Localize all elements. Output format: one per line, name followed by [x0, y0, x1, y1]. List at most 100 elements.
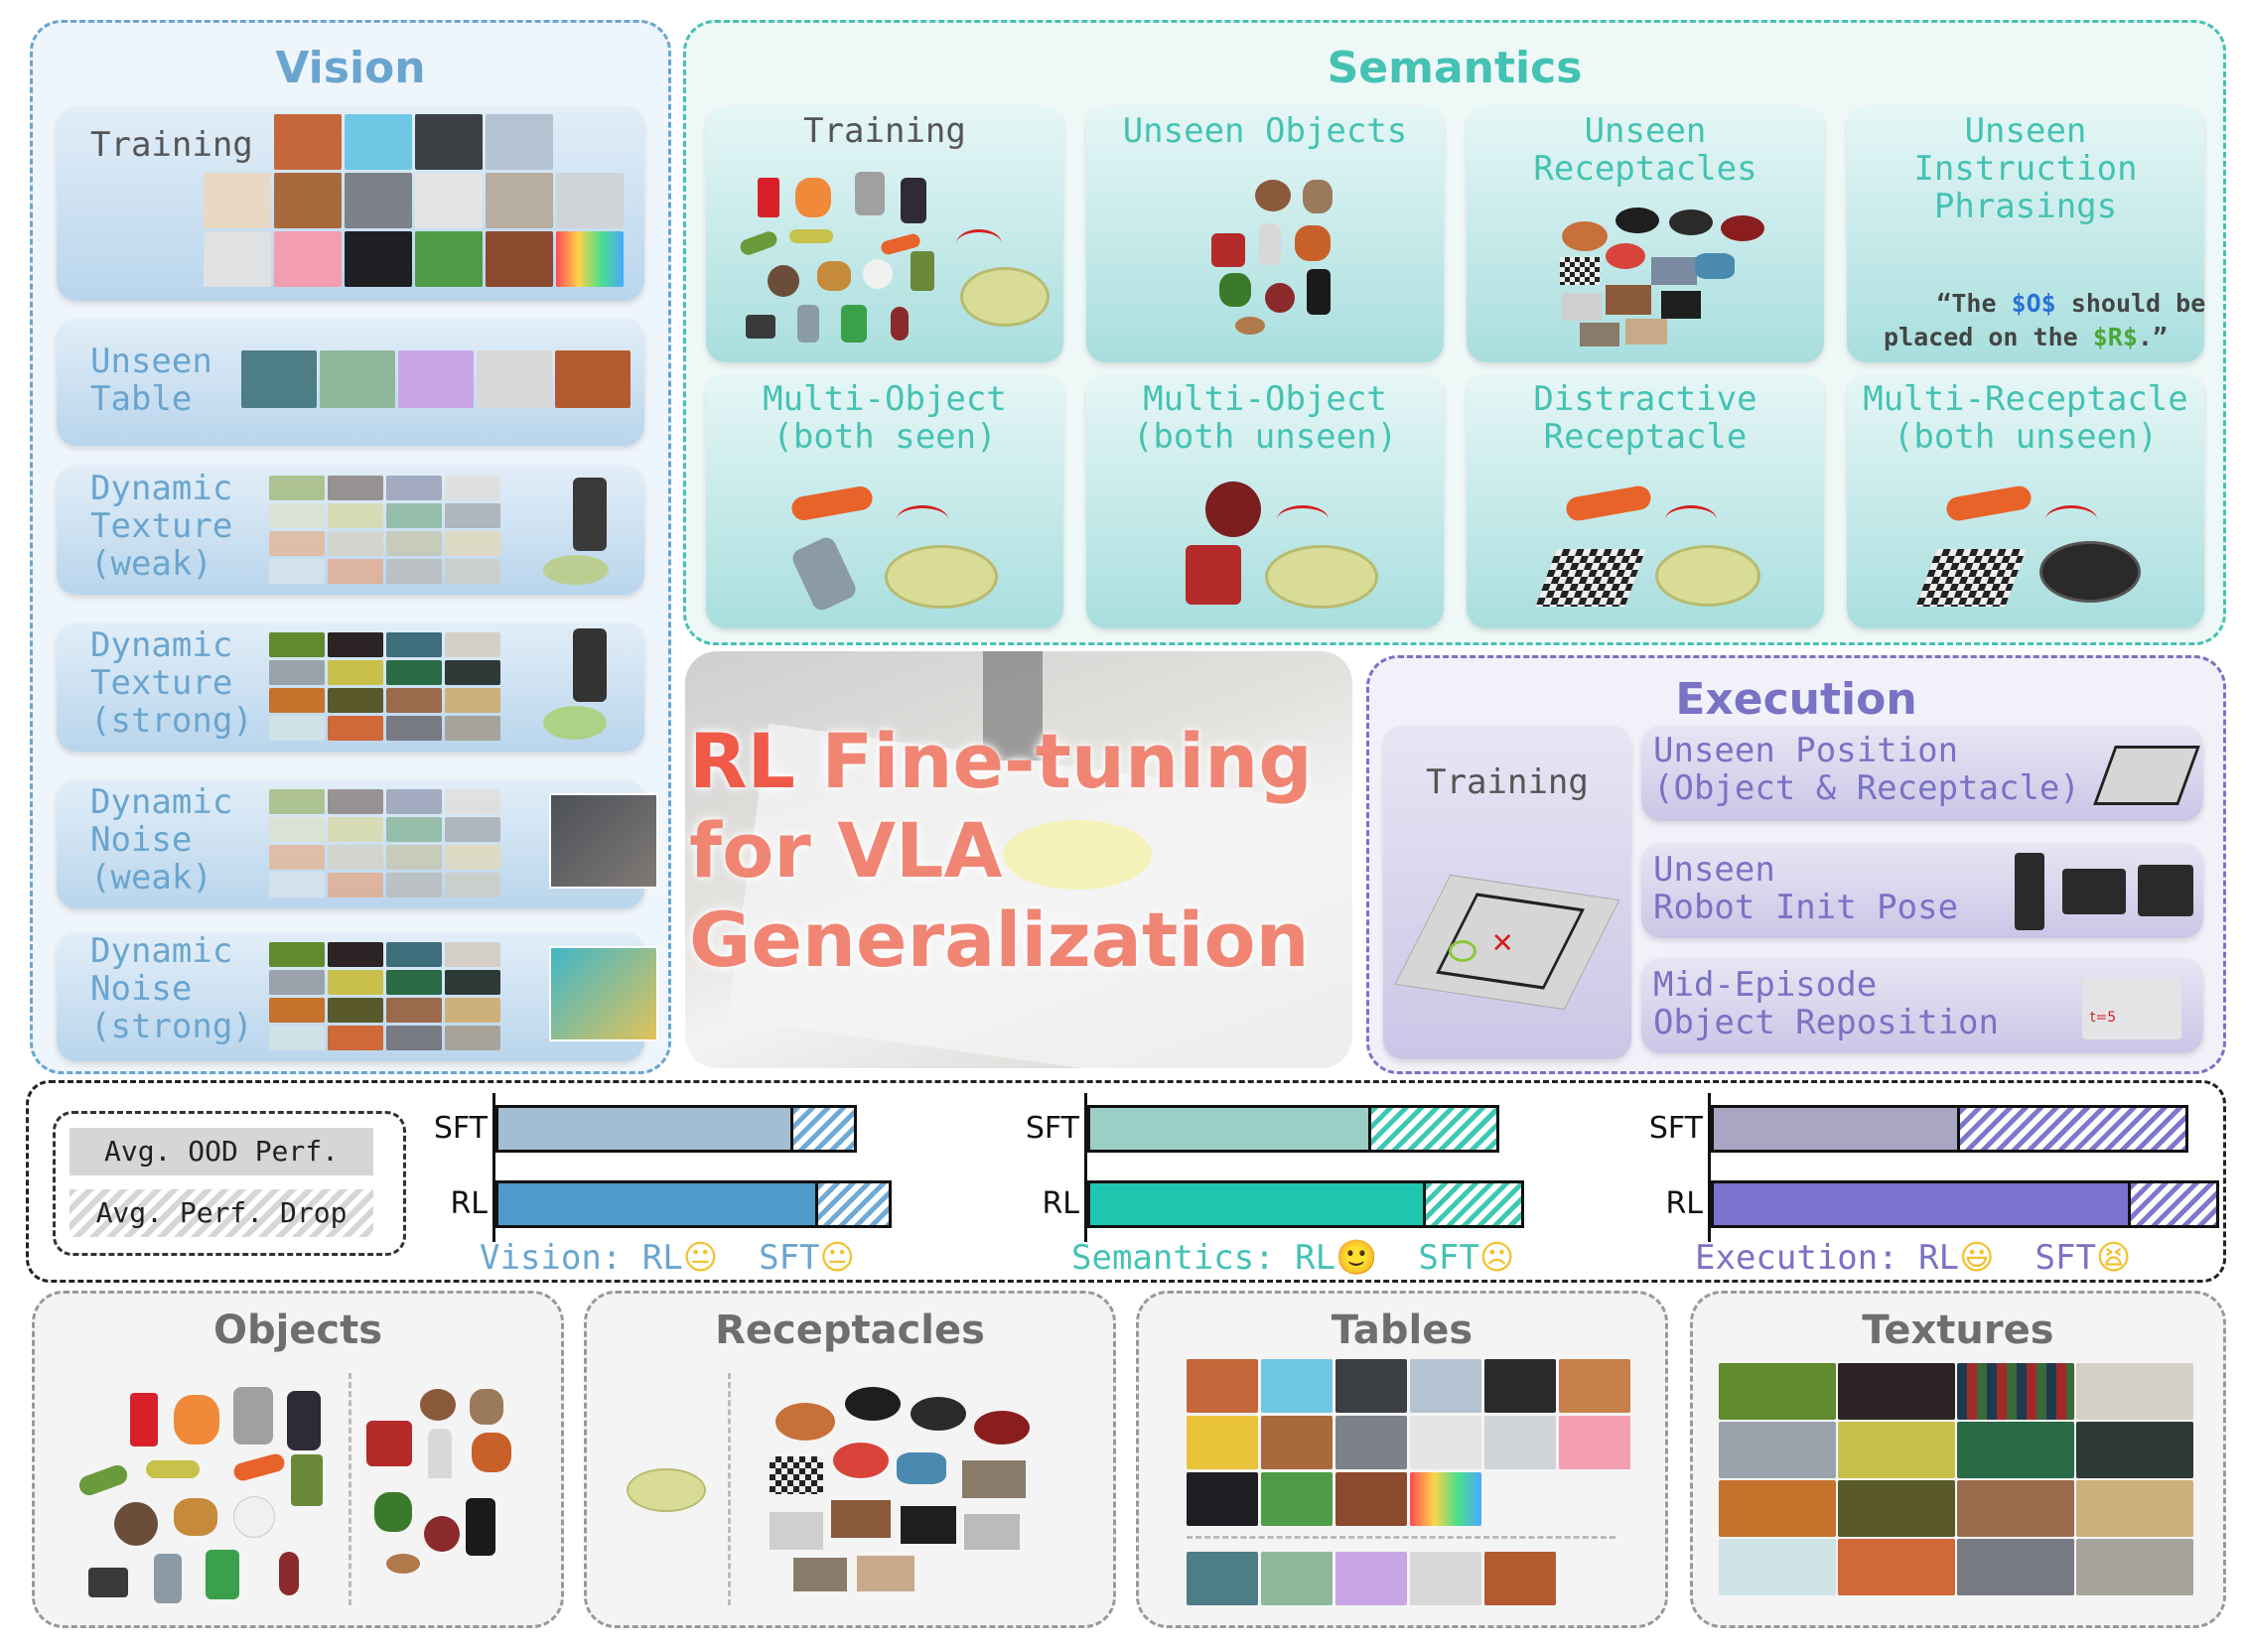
- arrow-icon: [897, 505, 948, 534]
- semantics-card-multi-receptacle: Multi-Receptacle (both unseen): [1847, 374, 2204, 628]
- banana-icon: [789, 229, 833, 243]
- noise-scene-thumbnail: [549, 946, 658, 1041]
- tick-label: SFT: [433, 1111, 488, 1146]
- tables-grid: [1187, 1359, 1630, 1526]
- caption-sft: SFT: [1377, 1238, 1479, 1278]
- tomato-plate-icon: [833, 1443, 889, 1478]
- cup-icon: [130, 1393, 158, 1446]
- chessboard-icon: [1535, 549, 1646, 607]
- rl-face-icon: 😃: [1959, 1238, 1995, 1278]
- sft-face-icon: 😫: [2095, 1238, 2132, 1278]
- robot-arm-silhouette: [983, 651, 1043, 760]
- vision-card-dynamic-noise-weak: Dynamic Noise (weak): [57, 779, 658, 908]
- unseen-table-strip: [241, 350, 631, 408]
- coconut-icon: [420, 1389, 456, 1421]
- plate-blur: [1003, 820, 1152, 890]
- bar: [1711, 1180, 2219, 1228]
- vision-card-dynamic-noise-strong: Dynamic Noise (strong): [57, 931, 658, 1061]
- sausage-icon: [891, 307, 909, 341]
- plate-icon: [543, 706, 607, 740]
- tray-icon: [962, 1460, 1026, 1498]
- onion-icon: [1205, 482, 1261, 537]
- chessboard-icon: [1560, 257, 1600, 285]
- bar-drop-segment: [818, 1183, 889, 1225]
- caption-label: Vision: RL: [480, 1238, 683, 1278]
- receptacles-panel: Receptacles: [584, 1291, 1116, 1628]
- pepper-icon: [374, 1492, 412, 1532]
- divider: [349, 1373, 351, 1605]
- weak-texture-grid: [269, 476, 500, 584]
- execution-card-unseen-position: Unseen Position (Object & Receptacle): [1641, 726, 2203, 821]
- plate-dark-icon: [1669, 209, 1713, 235]
- execution-card-mid-episode: Mid-Episode Object Reposition t=5: [1641, 958, 2203, 1053]
- spoon-icon: [470, 1389, 503, 1425]
- instruction-text: .”: [2137, 323, 2168, 351]
- bar-drop-segment: [1370, 1108, 1496, 1150]
- execution-card-label: Unseen Robot Init Pose: [1653, 850, 1959, 927]
- burger-icon: [174, 1498, 217, 1536]
- instruction-text: placed on the: [1884, 323, 2093, 351]
- vision-card-label: Dynamic Texture (weak): [90, 469, 233, 584]
- pad-icon: [1661, 291, 1701, 319]
- plate-icon: [960, 267, 1050, 327]
- plate-icon: [627, 1468, 706, 1512]
- rl-face-icon: 😐: [682, 1238, 719, 1278]
- pitcher-icon: [1295, 225, 1331, 261]
- semantics-card-label: Unseen Objects: [1122, 111, 1408, 151]
- results-panel: Avg. OOD Perf. Avg. Perf. Drop SFT RL Visi…: [26, 1080, 2226, 1283]
- instruction-text: should be: [2055, 289, 2206, 318]
- semantics-card-label: Multi-Object (both seen): [763, 379, 1007, 457]
- can-icon: [233, 1387, 273, 1445]
- onion-icon: [1265, 283, 1295, 313]
- onion-icon: [424, 1516, 460, 1552]
- pad-icon: [901, 1506, 956, 1544]
- caption-label: Execution: RL: [1695, 1238, 1960, 1278]
- toy-icon: [174, 1395, 219, 1445]
- noise-scene-thumbnail: [549, 793, 658, 889]
- arrow-icon: [2045, 505, 2097, 534]
- tick-label: SFT: [1648, 1111, 1703, 1146]
- robot-pose-icon: [2015, 853, 2044, 930]
- title-rl: RL: [689, 717, 795, 805]
- chart-caption: Vision: RL😐 SFT😐: [480, 1238, 855, 1278]
- caption-label: Semantics: RL: [1071, 1238, 1336, 1278]
- semantics-card-multi-object-unseen: Multi-Object (both unseen): [1086, 374, 1444, 628]
- bar-ood-segment: [1714, 1108, 1960, 1150]
- newspaper-icon: [770, 1512, 823, 1550]
- semantics-panel: Semantics Training Unseen Objects Uns: [683, 20, 2226, 645]
- mug-icon: [366, 1421, 412, 1466]
- board-icon: [1606, 285, 1651, 315]
- manhole-plate-icon: [2039, 541, 2141, 603]
- bottle-icon: [287, 1391, 321, 1450]
- can-icon: [466, 1498, 495, 1556]
- vision-card-label: Dynamic Noise (strong): [90, 931, 253, 1046]
- banana-icon: [146, 1460, 200, 1478]
- arrow-icon: [1277, 505, 1329, 534]
- glass-icon: [428, 1429, 452, 1478]
- textures-title: Textures: [1862, 1308, 2054, 1353]
- tick-label: SFT: [1025, 1111, 1079, 1146]
- white-ball-icon: [233, 1496, 275, 1538]
- watering-can-icon: [88, 1568, 128, 1597]
- robot-gripper-icon: [573, 478, 607, 551]
- glass-icon: [1259, 223, 1281, 265]
- tick-label: RL: [1665, 1186, 1703, 1221]
- bar: [495, 1180, 892, 1228]
- training-texture-grid: [204, 114, 624, 287]
- ball-icon: [768, 265, 799, 297]
- vision-card-training: Training: [57, 106, 644, 301]
- bar-ood-segment: [1714, 1183, 2131, 1225]
- strong-texture-grid: [269, 632, 500, 741]
- semantics-card-label: Multi-Receptacle (both unseen): [1863, 379, 2188, 457]
- legend-box: Avg. OOD Perf. Avg. Perf. Drop: [53, 1111, 406, 1256]
- bar-drop-segment: [1959, 1108, 2185, 1150]
- tomato-plate-icon: [1606, 243, 1645, 269]
- bottle-icon: [154, 1554, 182, 1603]
- pepper-icon: [1219, 273, 1251, 307]
- semantics-title: Semantics: [1327, 43, 1583, 93]
- plate-icon: [1265, 545, 1378, 609]
- cucumber-icon: [76, 1462, 130, 1498]
- rug-icon: [793, 1558, 847, 1591]
- bar-ood-segment: [1090, 1183, 1427, 1225]
